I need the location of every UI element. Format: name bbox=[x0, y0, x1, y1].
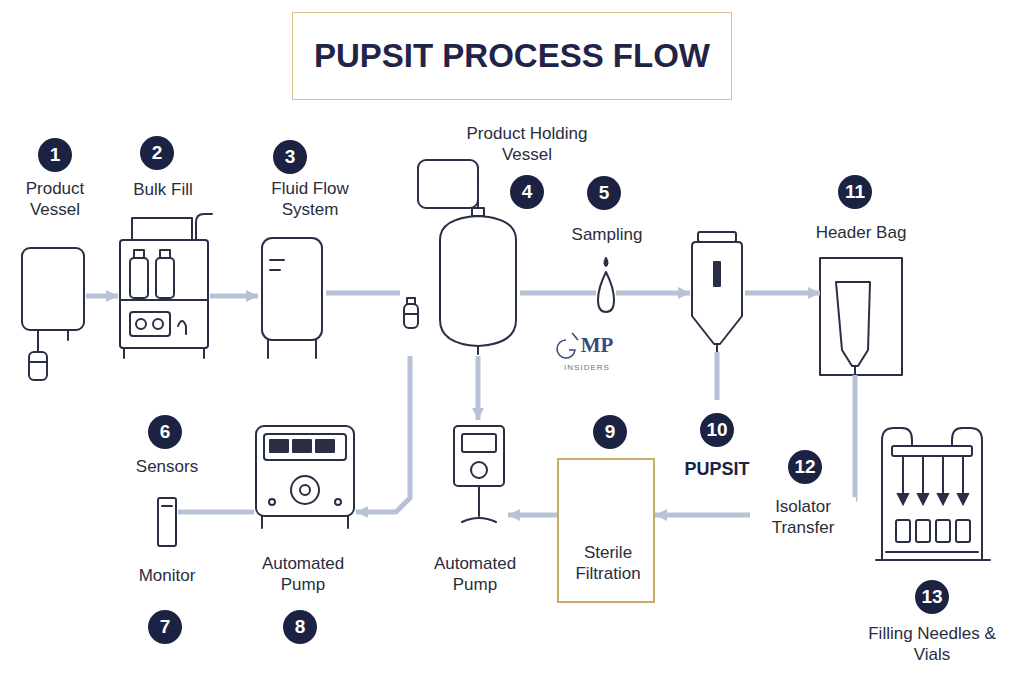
pump-icon: Automated Pump bbox=[450, 420, 508, 526]
flow-connector bbox=[520, 291, 596, 296]
component-label: Bulk Fill bbox=[133, 180, 193, 201]
diagram-title: PUPSIT PROCESS FLOW bbox=[314, 37, 710, 75]
filter-box: Sterile Filtration bbox=[557, 458, 655, 603]
callout-number: 6 bbox=[148, 415, 182, 449]
component-label: Automated Pump bbox=[248, 554, 358, 595]
callout-number: 9 bbox=[593, 415, 627, 449]
component-label: Sensors bbox=[136, 457, 198, 478]
flow-connector bbox=[616, 291, 690, 296]
component-label: Fluid Flow System bbox=[258, 179, 363, 220]
pupsit-column: PUPSIT bbox=[690, 230, 745, 354]
pump-icon: Automated Pump bbox=[254, 424, 356, 530]
component-label: Product Vessel bbox=[10, 179, 100, 220]
flow-connector bbox=[356, 356, 410, 512]
sensor-monitor: SensorsMonitor bbox=[156, 496, 178, 548]
component-label: Automated Pump bbox=[420, 554, 530, 595]
header-bag: Header Bag bbox=[820, 258, 902, 375]
callout-number: 8 bbox=[283, 610, 317, 644]
flow-connector bbox=[326, 291, 400, 296]
watermark: MP bbox=[581, 333, 614, 358]
bulk-fill-icon: Bulk Fill bbox=[118, 212, 210, 360]
flow-connector bbox=[178, 510, 254, 515]
component-label: Product Holding Vessel bbox=[452, 124, 602, 165]
filling-station: Filling Needles & Vials bbox=[873, 425, 991, 562]
component-label: Header Bag bbox=[816, 223, 907, 244]
component-label: Sampling bbox=[572, 225, 643, 246]
flow-connector bbox=[86, 294, 118, 299]
callout-number: 12 bbox=[788, 450, 822, 484]
vessel-icon: Product Vessel bbox=[20, 245, 86, 382]
callout-number: 1 bbox=[38, 138, 72, 172]
step-label: Isolator Transfer bbox=[750, 497, 856, 538]
callout-number: 13 bbox=[915, 580, 949, 614]
callout-number: 5 bbox=[587, 176, 621, 210]
component-label: Monitor bbox=[139, 566, 196, 587]
callout-number: 3 bbox=[273, 140, 307, 174]
flow-connector bbox=[508, 513, 557, 518]
callout-number: 11 bbox=[838, 175, 872, 209]
holding-vessel-icon: Product Holding Vessel bbox=[400, 158, 520, 356]
fluid-system-icon: Fluid Flow System bbox=[258, 235, 326, 360]
sampling-drop: Sampling bbox=[596, 256, 616, 314]
flow-connector bbox=[745, 291, 820, 296]
flow-connector bbox=[476, 356, 481, 420]
title-box: PUPSIT PROCESS FLOW bbox=[292, 12, 732, 100]
watermark: INSIDERS bbox=[564, 363, 610, 372]
component-label: Filling Needles & Vials bbox=[857, 624, 1007, 665]
flow-connector bbox=[655, 375, 855, 515]
callout-number: 4 bbox=[510, 175, 544, 209]
component-label: Sterile Filtration bbox=[565, 543, 651, 584]
component-label: PUPSIT bbox=[684, 459, 749, 481]
callout-number: 10 bbox=[700, 413, 734, 447]
callout-number: 2 bbox=[140, 136, 174, 170]
flow-connector bbox=[210, 294, 258, 299]
callout-number: 7 bbox=[148, 610, 182, 644]
